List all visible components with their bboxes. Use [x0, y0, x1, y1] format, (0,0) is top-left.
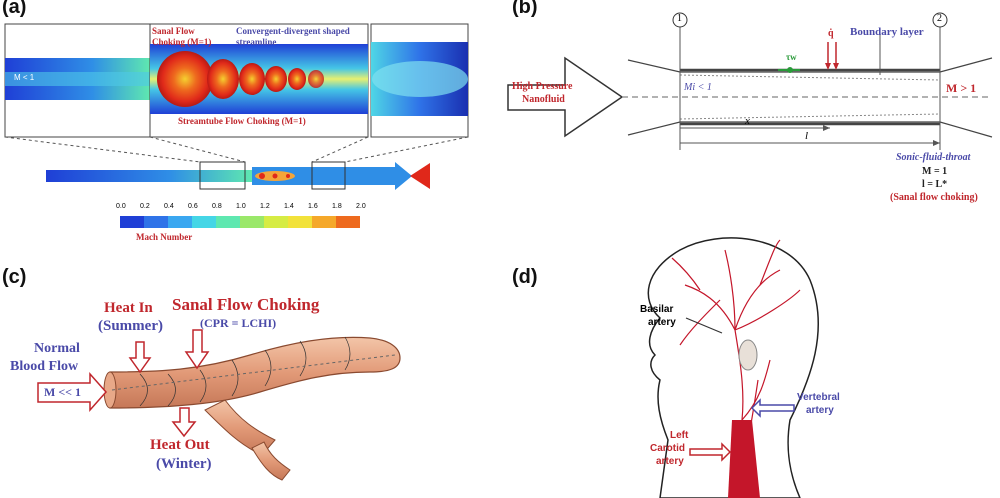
- b-station-2: 2: [937, 13, 942, 24]
- panel-a-label: (a): [2, 0, 27, 18]
- b-m-eq: M = 1: [922, 166, 948, 177]
- d-artery: artery: [656, 456, 684, 467]
- d-vertebral-1: Vertebral: [797, 392, 840, 403]
- b-m-gt: M > 1: [946, 81, 977, 95]
- d-carotid: Carotid: [650, 443, 685, 454]
- d-left: Left: [670, 430, 689, 441]
- b-station-1: 1: [677, 13, 682, 24]
- c-sanal: Sanal Flow Choking: [172, 295, 320, 314]
- b-x: x: [745, 115, 750, 127]
- panel-d-label: (d): [512, 266, 538, 288]
- mach-colorbar: [120, 216, 360, 228]
- b-l-eq: l = L*: [922, 179, 948, 190]
- a-streamtube: Streamtube Flow Choking (M=1): [178, 116, 306, 126]
- c-blood-flow: Blood Flow: [10, 359, 79, 374]
- b-l: l: [805, 130, 809, 142]
- d-vertebral-2: artery: [806, 405, 834, 416]
- b-nanofluid: Nanofluid: [522, 94, 565, 105]
- c-winter: (Winter): [156, 456, 212, 472]
- c-summer: (Summer): [98, 318, 163, 334]
- c-heat-out: Heat Out: [150, 437, 210, 453]
- d-basilar-1: Basilar: [640, 304, 674, 315]
- a-convergent: Convergent-divergent shaped streamline: [236, 26, 350, 47]
- b-sanal: (Sanal flow choking): [890, 192, 978, 203]
- b-q: q̇: [828, 28, 834, 39]
- d-basilar-2: artery: [648, 317, 676, 328]
- b-sonic: Sonic-fluid-throat: [896, 152, 971, 163]
- c-m-ll: M << 1: [44, 385, 82, 399]
- c-cpr: (CPR = LCHI): [200, 316, 277, 330]
- c-heat-in: Heat In: [104, 300, 153, 316]
- b-boundary-layer: Boundary layer: [850, 26, 924, 38]
- a-colorbar-title: Mach Number: [136, 232, 193, 242]
- b-tau: τw: [786, 52, 797, 62]
- c-normal: Normal: [34, 341, 80, 356]
- a-m-label: M < 1: [14, 73, 35, 82]
- panel-c-label: (c): [2, 266, 27, 288]
- b-high-pressure: High Pressure: [512, 81, 573, 92]
- a-sanal-choking: Sanal Flow Choking (M=1): [152, 26, 212, 47]
- panel-b-label: (b): [512, 0, 538, 18]
- b-mi: Mi < 1: [684, 82, 712, 93]
